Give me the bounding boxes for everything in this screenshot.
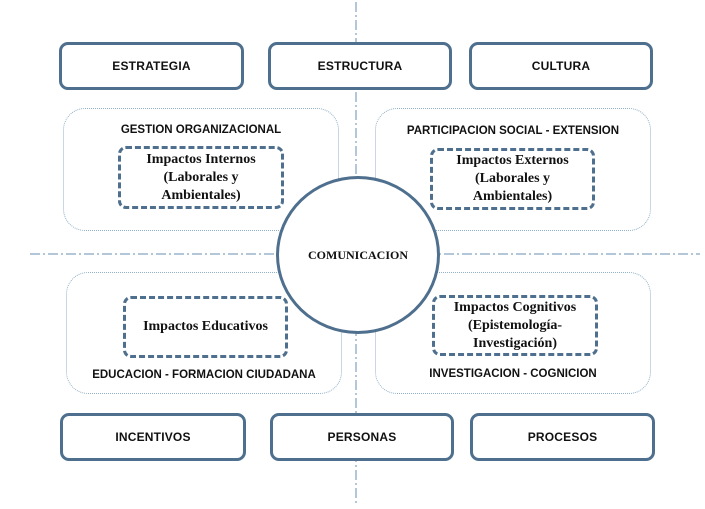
impactos-cognitivos-line-1: Impactos Cognitivos bbox=[453, 299, 577, 315]
incentivos-box: INCENTIVOS bbox=[60, 413, 246, 461]
impactos-internos-line-1: Impactos Internos bbox=[146, 151, 256, 167]
personas-label: PERSONAS bbox=[327, 430, 397, 444]
estructura-box: ESTRUCTURA bbox=[268, 42, 452, 90]
cultura-box: CULTURA bbox=[469, 42, 653, 90]
estructura-label: ESTRUCTURA bbox=[317, 59, 403, 73]
estrategia-box: ESTRATEGIA bbox=[59, 42, 244, 90]
impactos-cognitivos-line-3: Investigación) bbox=[473, 335, 557, 351]
quadrant-title-investigacion: INVESTIGACION - COGNICION bbox=[429, 368, 597, 380]
impactos-cognitivos-box: Impactos Cognitivos (Epistemología- Inve… bbox=[432, 295, 598, 356]
impactos-internos-line-3: Ambientales) bbox=[161, 187, 241, 203]
impactos-educativos-line-1: Impactos Educativos bbox=[143, 319, 268, 334]
impactos-educativos-box: Impactos Educativos bbox=[123, 296, 288, 358]
quadrant-title-participacion: PARTICIPACION SOCIAL - EXTENSION bbox=[406, 125, 620, 137]
impactos-internos-line-2: (Laborales y bbox=[163, 169, 239, 185]
impactos-externos-box: Impactos Externos (Laborales y Ambiental… bbox=[430, 148, 595, 210]
procesos-box: PROCESOS bbox=[470, 413, 655, 461]
impactos-cognitivos-line-2: (Epistemología- bbox=[467, 317, 563, 333]
comunicacion-label: COMUNICACION bbox=[308, 247, 408, 262]
impactos-externos-line-3: Ambientales) bbox=[472, 189, 553, 204]
incentivos-label: INCENTIVOS bbox=[115, 430, 191, 444]
impactos-internos-box: Impactos Internos (Laborales y Ambiental… bbox=[118, 146, 284, 209]
impactos-externos-line-2: (Laborales y bbox=[474, 171, 551, 186]
quadrant-title-educacion: EDUCACION - FORMACION CIUDADANA bbox=[92, 369, 316, 381]
comunicacion-circle: COMUNICACION bbox=[276, 176, 440, 334]
cultura-label: CULTURA bbox=[531, 59, 591, 73]
quadrant-title-gestion: GESTION ORGANIZACIONAL bbox=[120, 124, 282, 136]
personas-box: PERSONAS bbox=[270, 413, 454, 461]
impactos-externos-line-1: Impactos Externos bbox=[456, 153, 569, 168]
procesos-label: PROCESOS bbox=[527, 430, 598, 444]
estrategia-label: ESTRATEGIA bbox=[112, 59, 191, 73]
